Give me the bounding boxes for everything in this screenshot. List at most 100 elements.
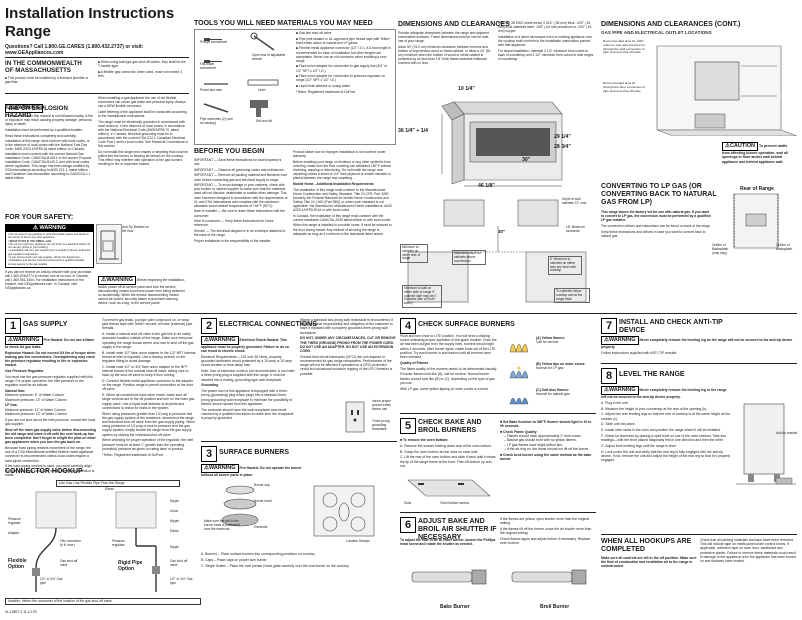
receptacle-label: Insure proper ground exists before use bbox=[372, 399, 391, 411]
gas-paragraph: Shut off the main gas supply valve befor… bbox=[5, 427, 96, 445]
flame-label: (B) Yellow tips on outer cones: bbox=[536, 362, 586, 366]
level-step: B. Measure the height of your countertop… bbox=[601, 406, 708, 411]
section-rule bbox=[601, 534, 797, 535]
trademark-note: *Teflon: Registered trademark of DuPont bbox=[102, 452, 163, 457]
tool-label: Open-end or adjustable wrench bbox=[252, 53, 286, 61]
clearance-note: Minimum to cabinets on either side of ra… bbox=[400, 244, 428, 264]
level-icon bbox=[247, 79, 279, 86]
tool-label: Drill and bit bbox=[256, 119, 272, 123]
warning-label-text: WARNING bbox=[608, 337, 636, 343]
caution-block: ⚠CAUTION To prevent drafts from affectin… bbox=[722, 142, 794, 164]
flame-note: Normal for LP gas bbox=[536, 366, 564, 371]
clearance-note: 30" bbox=[498, 229, 506, 234]
receptacle-icon bbox=[345, 401, 365, 433]
electrical-paragraph: DO NOT, UNDER ANY CIRCUMSTANCES, CUT OR … bbox=[300, 336, 396, 354]
material-item: ■ Gas line shut-off valve bbox=[296, 31, 332, 35]
range-tip-icon bbox=[99, 230, 119, 260]
burner-step: A. Burners – Place surface burners into … bbox=[201, 552, 316, 556]
bake-burner-label: Bake Burner bbox=[440, 604, 470, 610]
document-code: 31-10897-2 11-13 JR bbox=[5, 610, 37, 614]
before-item: Before installing your range on linoleum… bbox=[293, 159, 392, 181]
bake-check: – Natural gas should burn with no yellow… bbox=[504, 438, 577, 443]
step-number-box: 8 bbox=[601, 368, 617, 384]
subheading: Gas Pressure Regulator bbox=[5, 369, 44, 374]
shutter-drawing bbox=[411, 569, 587, 585]
broil-burner-label: Broil Burner bbox=[540, 604, 570, 610]
warning-text: Never completely remove the leveling leg… bbox=[601, 388, 727, 399]
before-item: When this range is installed in a mobile… bbox=[293, 223, 392, 236]
fire-paragraph: The range must be electrically grounded … bbox=[98, 119, 188, 149]
before-item: IMPORTANT — To avoid damage to your cabi… bbox=[194, 183, 288, 208]
flame-icon bbox=[509, 366, 529, 379]
before-item: Proper installation is the responsibilit… bbox=[194, 238, 272, 243]
range-illustration bbox=[96, 224, 122, 264]
gas-pipe-location-drawing bbox=[656, 45, 797, 136]
warning-badge: ⚠WARNING bbox=[201, 336, 239, 345]
connector-label: Nipple bbox=[170, 545, 180, 549]
flame-a-label: (A) Yellow flames:Call for service bbox=[536, 336, 594, 344]
step-title: CHECK BAKE AND BROIL BURNERS bbox=[418, 419, 482, 434]
check-paragraph: The flame quality of the burners needs t… bbox=[400, 366, 498, 371]
material-item: ■ Liquid leak detector or soapy water. bbox=[296, 84, 351, 88]
safety-line: • If you cannot reach your gas supplier,… bbox=[8, 256, 81, 260]
burner-warning: ⚠WARNING Fire Hazard: Do not operate the… bbox=[201, 464, 311, 477]
level-step: A. Plug in the unit. bbox=[601, 400, 629, 405]
mass-bullet: ■ When using ball type gas shut-off valv… bbox=[98, 60, 186, 69]
section-rule bbox=[201, 441, 397, 442]
warning-triangle-icon: ⚠ bbox=[8, 105, 14, 111]
section-rule bbox=[5, 93, 189, 94]
material-item: ■ Flexible metal appliance connector (1/… bbox=[296, 46, 391, 63]
shutter-steps: If the flames are yellow, open shutter m… bbox=[500, 517, 596, 547]
clearance-note: Depth of wall cabinets 13" max. bbox=[562, 197, 588, 205]
gas-step: When checking for proper operation of th… bbox=[102, 438, 194, 451]
before-left-column: IMPORTANT — Save these instructions for … bbox=[194, 158, 288, 244]
fire-paragraph: When installing a gas appliance the use … bbox=[98, 96, 186, 109]
caution-text: To prevent drafts from affecting burner … bbox=[722, 144, 788, 164]
flame-icon bbox=[509, 343, 529, 353]
bake-check: ■ Check Flame Quality: bbox=[500, 430, 538, 434]
lp-paragraph: Keep these instructions and orifices in … bbox=[601, 229, 706, 238]
fire-warning-label: ⚠WARNING bbox=[5, 96, 43, 114]
oven-bottom-label: Oven bottom screws bbox=[440, 501, 470, 505]
before-right-column: Product failure due to improper installa… bbox=[293, 150, 393, 237]
dim-value: 46 1/8" bbox=[478, 183, 495, 189]
check-paragraph: If burner flames look like (A), call for… bbox=[400, 372, 495, 385]
step-title: ADJUST BAKE AND BROIL AIR SHUTTER IF NEC… bbox=[418, 518, 497, 541]
electrical-paragraph: Electrical Requirements – 120-volt, 60 H… bbox=[201, 355, 293, 368]
before-item: Product failure due to improper installa… bbox=[293, 150, 386, 159]
connector-label: Elbow bbox=[170, 529, 179, 533]
before-heading: BEFORE YOU BEGIN bbox=[194, 148, 265, 155]
level-step: C. Adjust two rear leveling legs so that… bbox=[601, 412, 731, 421]
connector-heading: CONNECTOR HOOKUP bbox=[5, 468, 83, 475]
material-item: ■ Flare union adapter for connection to … bbox=[296, 64, 388, 73]
screwdriver-icon bbox=[204, 38, 222, 41]
tip-label: Anti-Tip Bracket on the floor bbox=[122, 225, 149, 233]
connector-label: Nipple bbox=[170, 519, 180, 523]
anti-warning-block: ⚠WARNING Before beginning the installati… bbox=[98, 276, 188, 305]
gas-step: D. Connect flexible metal appliance conn… bbox=[102, 379, 194, 392]
flexible-option-label: Flexible Option bbox=[8, 558, 27, 570]
warning-triangle-icon: ⚠ bbox=[725, 143, 730, 149]
burner-label: Burner head bbox=[254, 499, 272, 503]
gas-paragraph: If the hard piping method is used, you m… bbox=[5, 464, 95, 477]
bracket-label: Anti-tip bracket bbox=[776, 431, 798, 435]
warning-label-text: WARNING bbox=[608, 387, 636, 393]
dims-paragraph: Installation of a listed microwave oven … bbox=[498, 34, 593, 48]
pressure-line: Maximum pressure: 13" of Water Column bbox=[5, 411, 67, 416]
gas-type-label: LP Gas: bbox=[5, 403, 18, 408]
gas-step: When using pressures greater than 1/2 ps… bbox=[102, 411, 196, 437]
electrical-paragraph: Note: Use of extension cords is not reco… bbox=[201, 369, 295, 382]
bake-check: ■ Set Bake function to 350°F. Burner sho… bbox=[500, 420, 592, 429]
warning-badge: ⚠WARNING bbox=[601, 336, 639, 345]
tools-heading: TOOLS YOU WILL NEED MATERIALS YOU MAY NE… bbox=[194, 20, 373, 27]
shutter-step: If the flames are yellow, open shutter m… bbox=[500, 517, 589, 526]
dims-heading: DIMENSIONS AND CLEARANCES bbox=[398, 21, 510, 28]
warning-label-text: WARNING bbox=[106, 277, 133, 283]
warning-badge: ⚠WARNING bbox=[5, 336, 43, 345]
safety-line: • Immediately call your gas supplier fro… bbox=[8, 249, 91, 256]
bake-check: – If the air-ring on, the flame should n… bbox=[504, 446, 590, 451]
connector-callout: Use Gas Line Flexible Pipe Flow the Rang… bbox=[56, 480, 180, 487]
level-step: H. Lock under the unit and verify that t… bbox=[601, 449, 731, 463]
warning-label-text: WARNING bbox=[13, 105, 40, 111]
gas-step: C. Install male 1/2" or 3/4" flare union… bbox=[102, 364, 189, 378]
